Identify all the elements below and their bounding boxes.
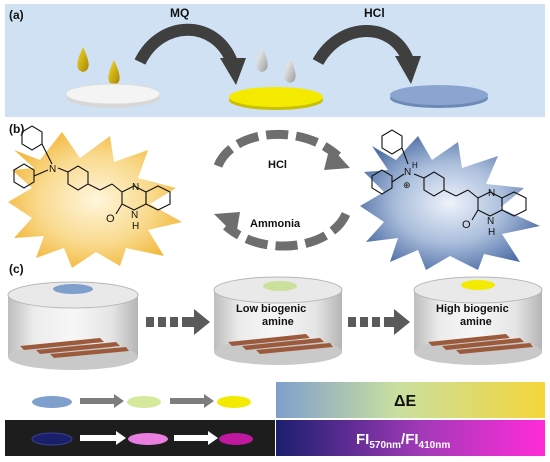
dark-blue-disc-legend <box>31 432 73 446</box>
green-disc-legend <box>127 396 161 408</box>
yellow-disc-small <box>461 280 495 290</box>
fi-ratio-label: FI570nm/FI410nm <box>356 431 450 451</box>
low-amine-label-line1: Low biogenic <box>236 303 306 315</box>
dashed-arrow-2 <box>348 309 410 335</box>
nh-h-right: H <box>488 227 495 238</box>
pink-disc-legend <box>128 433 168 445</box>
green-disc-small <box>263 281 297 291</box>
molecule-right <box>371 129 527 221</box>
silver-drop-icon <box>284 58 296 83</box>
amine-n-left: N <box>49 164 56 175</box>
hcl-label-b: HCl <box>268 159 287 171</box>
mq-arrow <box>134 23 238 65</box>
hcl-cycle-arrowhead-icon <box>324 146 350 170</box>
fi-sub1-text: 570nm <box>369 440 401 451</box>
yellow-disc <box>229 87 323 107</box>
low-amine-label-line2: amine <box>262 316 294 328</box>
ring-n-left: N <box>132 182 139 193</box>
amine-h-right: H <box>412 161 418 170</box>
ammonia-cycle-arrow <box>223 211 351 251</box>
legend-arrow <box>170 394 214 408</box>
ring-n-right: N <box>488 188 495 199</box>
blue-disc-legend <box>32 396 72 408</box>
nh-h-left: H <box>132 221 139 232</box>
nh-n-left: N <box>131 210 138 221</box>
benzo-ring <box>145 185 171 211</box>
magenta-disc-legend <box>219 433 253 445</box>
fi-gradient <box>276 420 545 456</box>
hcl-arrow-a <box>312 25 414 66</box>
ammonia-label: Ammonia <box>250 218 301 230</box>
nh-n-right: N <box>487 216 494 227</box>
mq-label: MQ <box>170 6 189 20</box>
fi-sub2-text: 410nm <box>419 440 451 451</box>
benzo-ring <box>501 191 527 217</box>
positive-charge-icon: ⊕ <box>403 180 411 190</box>
carbonyl-o-left: O <box>106 213 115 225</box>
amine-n-right: N <box>404 167 411 178</box>
panel-a-label: (a) <box>9 8 24 22</box>
delta-e-gradient <box>276 382 545 418</box>
molecule-left <box>13 125 171 215</box>
phenyl-ring <box>13 163 35 189</box>
white-disc <box>65 83 161 105</box>
phenyl-ring <box>21 125 43 151</box>
carbonyl-o-right: O <box>462 219 471 231</box>
blue-disc <box>390 85 488 105</box>
yellow-disc-legend <box>217 396 251 408</box>
yellow-burst <box>8 132 182 268</box>
phenyl-ring <box>371 169 393 195</box>
silver-drop-icon <box>256 47 268 72</box>
dashed-arrow-1 <box>146 309 210 335</box>
panel-c-label: (c) <box>9 262 24 276</box>
container-1 <box>7 281 139 370</box>
phenyl-ring <box>381 129 403 155</box>
ammonia-cycle-arrowhead-icon <box>214 212 240 236</box>
delta-e-label: ΔE <box>394 393 417 410</box>
fi-main-text: FI <box>356 431 369 448</box>
mq-arrowhead-icon <box>220 58 246 85</box>
container-2 <box>213 276 343 365</box>
legend-arrow <box>174 431 218 445</box>
blue-burst <box>360 136 540 270</box>
fi-slash-text: /FI <box>401 431 419 448</box>
legend-arrow <box>80 394 124 408</box>
hcl-label-a: HCl <box>364 6 385 20</box>
high-amine-label-line1: High biogenic <box>436 303 509 315</box>
hcl-cycle-arrow <box>213 129 341 169</box>
panel-b-label: (b) <box>9 122 24 136</box>
blue-disc-small <box>53 284 93 294</box>
yellow-drop-icon <box>108 60 120 85</box>
container-3 <box>413 276 543 365</box>
legend-arrow <box>80 431 126 445</box>
high-amine-label-line2: amine <box>460 316 492 328</box>
yellow-drop-icon <box>77 47 89 72</box>
hcl-arrowhead-icon <box>395 56 421 84</box>
